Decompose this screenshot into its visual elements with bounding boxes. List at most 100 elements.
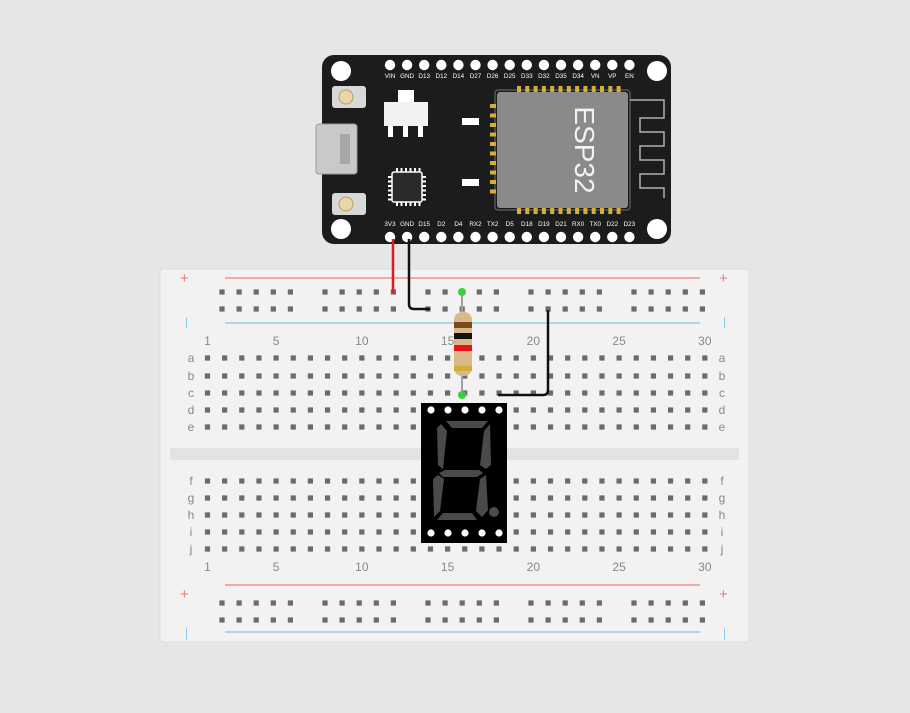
breadboard-hole[interactable]: [222, 495, 228, 501]
breadboard-hole[interactable]: [596, 617, 602, 623]
breadboard-hole[interactable]: [376, 355, 382, 361]
breadboard-hole[interactable]: [273, 373, 279, 379]
esp32-pin-hole[interactable]: [572, 59, 584, 71]
breadboard-hole[interactable]: [513, 512, 519, 518]
breadboard-hole[interactable]: [290, 495, 296, 501]
breadboard-hole[interactable]: [307, 355, 313, 361]
breadboard-hole[interactable]: [685, 424, 691, 430]
breadboard-hole[interactable]: [547, 424, 554, 430]
breadboard-hole[interactable]: [270, 306, 276, 312]
breadboard-hole[interactable]: [222, 424, 228, 430]
breadboard-hole[interactable]: [239, 495, 245, 501]
breadboard-hole[interactable]: [222, 373, 228, 379]
esp32-pin-hole[interactable]: [590, 231, 601, 243]
breadboard-hole[interactable]: [236, 306, 242, 312]
esp32-pin-hole[interactable]: [521, 231, 532, 243]
breadboard-hole[interactable]: [445, 390, 451, 396]
esp32-pin-hole[interactable]: [504, 59, 515, 71]
breadboard-hole[interactable]: [496, 390, 502, 396]
breadboard-hole[interactable]: [530, 546, 536, 552]
breadboard-hole[interactable]: [256, 478, 262, 484]
breadboard-hole[interactable]: [376, 478, 382, 484]
breadboard-hole[interactable]: [376, 390, 382, 396]
breadboard-hole[interactable]: [547, 407, 554, 413]
breadboard-hole[interactable]: [322, 289, 328, 295]
esp32-pin-hole[interactable]: [453, 231, 464, 243]
breadboard-hole[interactable]: [290, 373, 296, 379]
breadboard-hole[interactable]: [667, 355, 674, 361]
breadboard-hole[interactable]: [342, 373, 348, 379]
breadboard-hole[interactable]: [273, 390, 279, 396]
breadboard-hole[interactable]: [445, 355, 451, 361]
breadboard-hole[interactable]: [256, 529, 262, 535]
breadboard-hole[interactable]: [239, 390, 245, 396]
breadboard-hole[interactable]: [496, 546, 502, 552]
breadboard-hole[interactable]: [545, 600, 551, 606]
breadboard-hole[interactable]: [547, 355, 554, 361]
breadboard-hole[interactable]: [547, 390, 554, 396]
breadboard-hole[interactable]: [376, 529, 382, 535]
breadboard-hole[interactable]: [650, 495, 656, 501]
display-pin[interactable]: [478, 529, 486, 537]
breadboard-hole[interactable]: [359, 512, 365, 518]
breadboard-hole[interactable]: [631, 306, 637, 312]
breadboard-hole[interactable]: [239, 373, 245, 379]
breadboard-hole[interactable]: [222, 546, 228, 552]
breadboard-hole[interactable]: [342, 407, 348, 413]
breadboard-hole[interactable]: [599, 495, 605, 501]
breadboard-hole[interactable]: [513, 407, 519, 413]
breadboard-hole[interactable]: [427, 390, 434, 396]
breadboard-hole[interactable]: [322, 617, 328, 623]
breadboard-hole[interactable]: [650, 478, 656, 484]
breadboard-hole[interactable]: [204, 546, 211, 552]
breadboard-hole[interactable]: [596, 289, 602, 295]
breadboard-hole[interactable]: [547, 529, 554, 535]
breadboard-hole[interactable]: [685, 546, 691, 552]
breadboard-hole[interactable]: [582, 512, 588, 518]
breadboard-hole[interactable]: [665, 617, 671, 623]
breadboard-hole[interactable]: [682, 600, 688, 606]
esp32-pin-hole[interactable]: [624, 231, 635, 243]
breadboard-hole[interactable]: [342, 390, 348, 396]
breadboard-hole[interactable]: [650, 512, 656, 518]
breadboard-hole[interactable]: [239, 512, 245, 518]
breadboard-hole[interactable]: [256, 355, 262, 361]
breadboard-hole[interactable]: [322, 600, 328, 606]
breadboard-hole[interactable]: [236, 600, 242, 606]
breadboard-hole[interactable]: [493, 600, 499, 606]
breadboard-hole[interactable]: [373, 289, 379, 295]
breadboard-hole[interactable]: [476, 289, 482, 295]
breadboard-hole[interactable]: [702, 373, 708, 379]
breadboard-hole[interactable]: [616, 529, 622, 535]
breadboard-hole[interactable]: [459, 600, 465, 606]
breadboard-hole[interactable]: [324, 424, 331, 430]
breadboard-hole[interactable]: [390, 617, 396, 623]
breadboard-hole[interactable]: [270, 617, 276, 623]
breadboard-hole[interactable]: [579, 289, 585, 295]
breadboard-hole[interactable]: [359, 390, 365, 396]
breadboard-hole[interactable]: [596, 306, 602, 312]
breadboard-hole[interactable]: [513, 390, 519, 396]
breadboard-hole[interactable]: [462, 373, 468, 379]
breadboard-hole[interactable]: [410, 355, 416, 361]
breadboard-hole[interactable]: [685, 478, 691, 484]
breadboard-hole[interactable]: [702, 355, 708, 361]
breadboard-hole[interactable]: [339, 306, 345, 312]
breadboard-hole[interactable]: [410, 546, 416, 552]
breadboard-hole[interactable]: [493, 617, 499, 623]
breadboard-hole[interactable]: [307, 407, 313, 413]
esp32-pin-hole[interactable]: [487, 231, 498, 243]
breadboard-hole[interactable]: [442, 617, 448, 623]
breadboard-hole[interactable]: [256, 424, 262, 430]
breadboard-hole[interactable]: [685, 373, 691, 379]
breadboard-hole[interactable]: [307, 546, 313, 552]
breadboard-hole[interactable]: [616, 407, 622, 413]
breadboard-hole[interactable]: [633, 355, 639, 361]
breadboard-hole[interactable]: [648, 306, 654, 312]
breadboard-hole[interactable]: [222, 407, 228, 413]
breadboard-hole[interactable]: [530, 355, 536, 361]
breadboard-hole[interactable]: [582, 529, 588, 535]
breadboard-hole[interactable]: [685, 495, 691, 501]
breadboard-hole[interactable]: [702, 424, 708, 430]
